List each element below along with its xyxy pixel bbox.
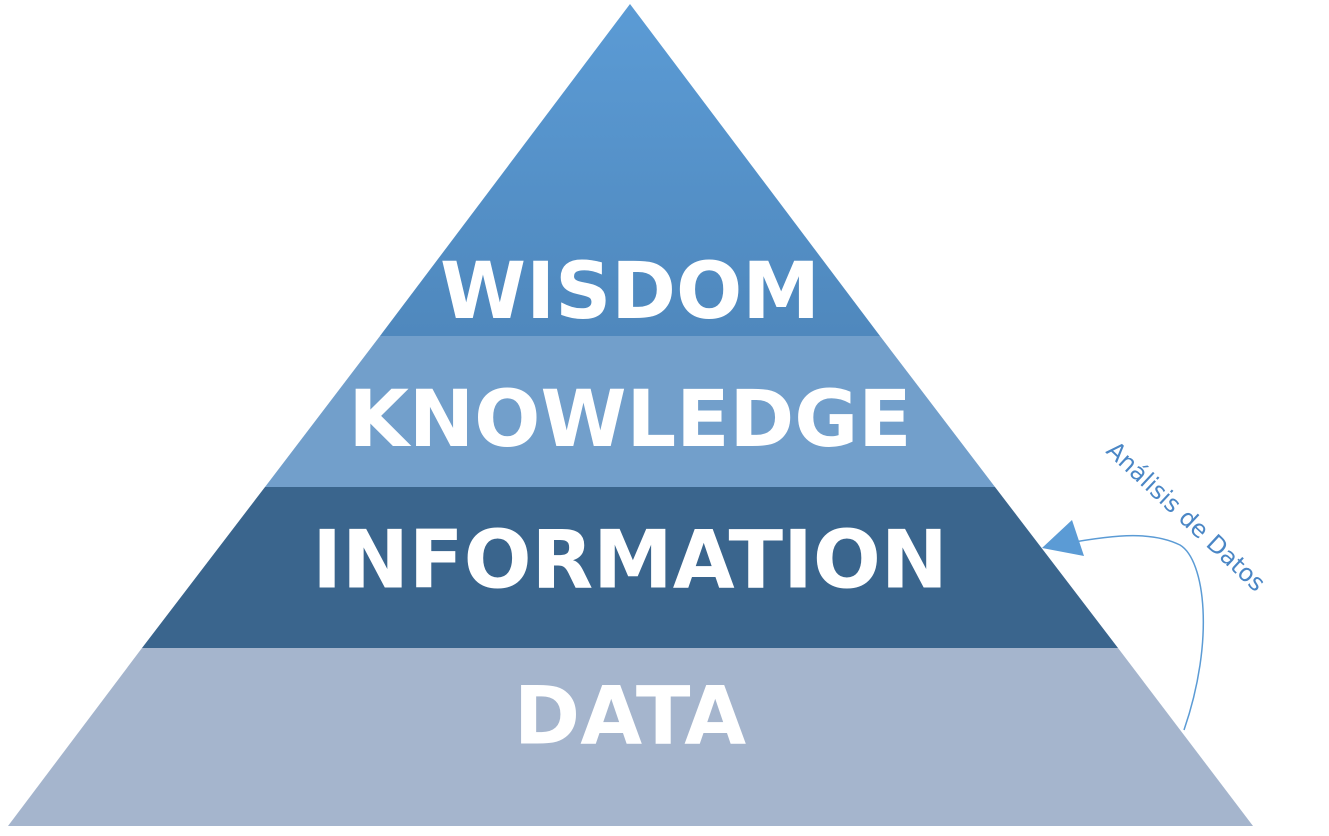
analysis-arrow: [1051, 534, 1205, 731]
knowledge-label: KNOWLEDGE: [348, 375, 911, 465]
information-label: INFORMATION: [312, 514, 948, 607]
pyramid-layer-knowledge: [265, 336, 995, 487]
pyramid-layer-information: [142, 487, 1118, 648]
arrowhead-icon: [1042, 520, 1084, 556]
wisdom-label: WISDOM: [440, 247, 820, 337]
data-label: DATA: [514, 670, 746, 763]
annotation-label: Análisis de Datos: [1101, 436, 1271, 597]
pyramid-layer-wisdom: [380, 4, 880, 336]
pyramid-layer-data: [8, 648, 1253, 826]
